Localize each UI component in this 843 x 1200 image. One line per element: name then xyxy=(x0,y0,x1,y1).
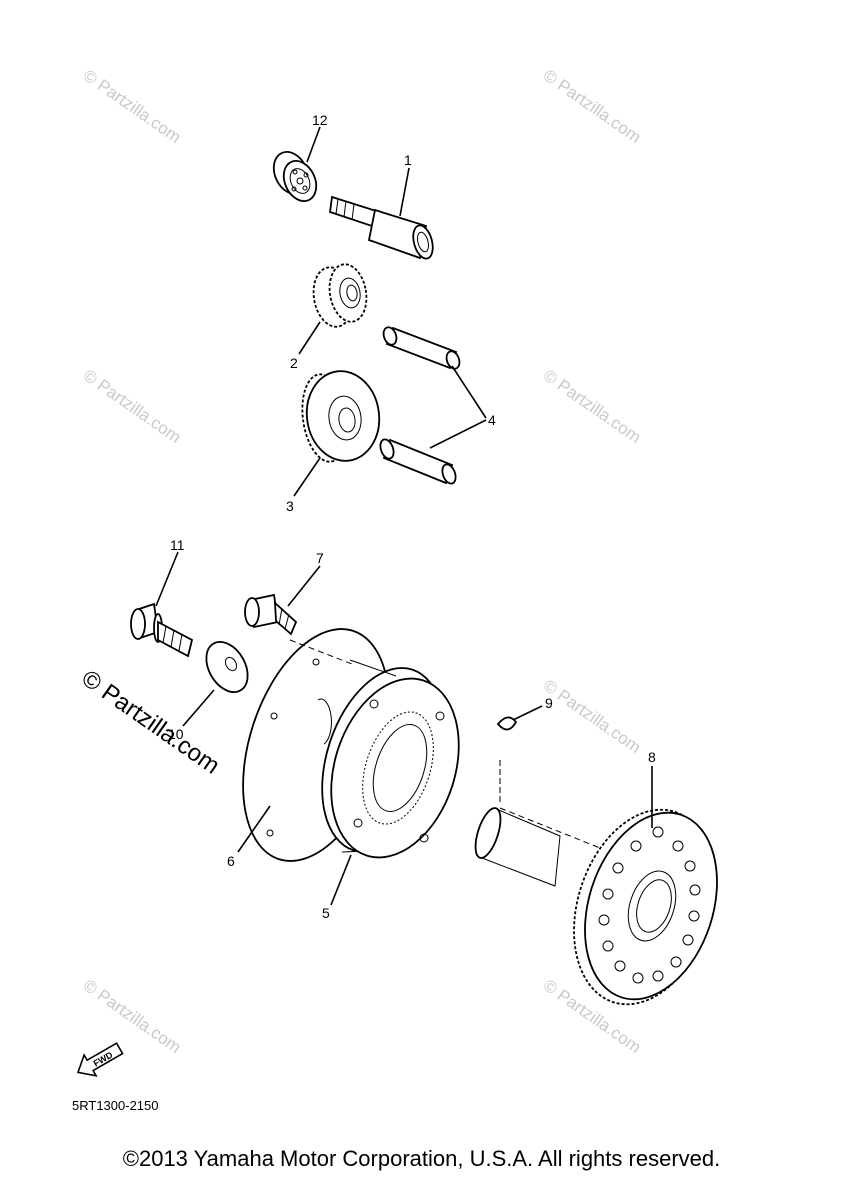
watermark-6: © Partzilla.com xyxy=(80,976,185,1057)
gear-part-8 xyxy=(573,808,718,1006)
bolt-part-7 xyxy=(244,593,298,636)
callout-4: 4 xyxy=(488,412,496,428)
bearing-part-12 xyxy=(272,151,318,202)
callout-10: 10 xyxy=(168,726,184,742)
shaft-part-1 xyxy=(329,195,434,260)
diagram-code: 5RT1300-2150 xyxy=(72,1098,159,1113)
watermark-large: © Partzilla.com xyxy=(77,665,225,780)
callout-5: 5 xyxy=(322,905,330,921)
watermark-1: © Partzilla.com xyxy=(80,66,185,147)
watermark-3: © Partzilla.com xyxy=(80,366,185,447)
callout-1: 1 xyxy=(404,152,412,168)
callout-6: 6 xyxy=(227,853,235,869)
gear-part-2 xyxy=(312,263,368,328)
callout-12: 12 xyxy=(312,112,328,128)
centre-line-upper xyxy=(289,639,353,665)
watermark-2: © Partzilla.com xyxy=(540,66,645,147)
crankshaft-stub xyxy=(474,807,561,887)
callout-8: 8 xyxy=(648,749,656,765)
callout-9: 9 xyxy=(545,695,553,711)
key-part-9 xyxy=(496,716,518,804)
callout-7: 7 xyxy=(316,550,324,566)
bolt-part-11 xyxy=(130,602,194,658)
clutch-part-5 xyxy=(321,659,460,859)
watermark-5: © Partzilla.com xyxy=(540,676,645,757)
centre-line-lower xyxy=(499,807,601,849)
leader-lines xyxy=(155,126,653,906)
callout-3: 3 xyxy=(286,498,294,514)
callout-11: 11 xyxy=(170,537,185,553)
watermark-4: © Partzilla.com xyxy=(540,366,645,447)
callout-2: 2 xyxy=(290,355,298,371)
pins-part-4 xyxy=(379,326,461,485)
copyright-notice: ©2013 Yamaha Motor Corporation, U.S.A. A… xyxy=(122,1146,721,1171)
fwd-arrow-icon: FWD xyxy=(76,1042,124,1077)
callout-labels: 1 2 3 4 5 6 7 8 9 10 11 12 xyxy=(168,112,656,921)
washer-part-10 xyxy=(205,641,249,693)
gear-part-3 xyxy=(301,370,381,463)
